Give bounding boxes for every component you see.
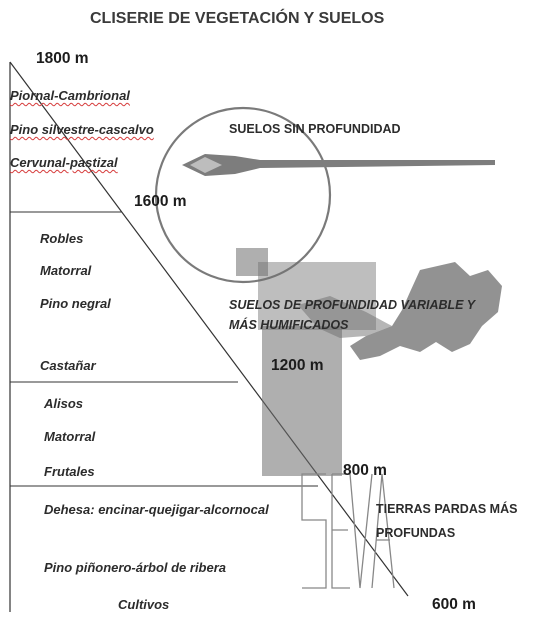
seva-logo [301, 473, 395, 589]
zone-montane-item: Matorral [40, 263, 92, 278]
zone-basal-item: Cultivos [118, 597, 170, 612]
zone-submontane-item: Alisos [44, 396, 84, 411]
tree-texture-decoration [236, 248, 502, 476]
altitude-label-1600: 1600 m [134, 193, 187, 210]
zone-alpine-item: Cervunal-pastizal [10, 155, 118, 170]
zone-alpine-item: Piornal-Cambrional [10, 88, 130, 103]
altitude-label-1200: 1200 m [271, 357, 324, 374]
altitude-label-800: 800 m [343, 462, 387, 479]
mountain-slope-line [9, 61, 409, 597]
soil-label-deep: PROFUNDAS [376, 526, 456, 540]
zone-basal-item: Pino piñonero-árbol de ribera [44, 560, 227, 575]
diagram-title: CLISERIE DE VEGETACIÓN Y SUELOS [90, 10, 385, 27]
soil-label-variable: SUELOS DE PROFUNDIDAD VARIABLE Y [229, 298, 476, 312]
circle-decoration [154, 106, 332, 284]
zone-alpine-item: Pino silvestre-cascalvo [10, 122, 154, 137]
soil-label-shallow: SUELOS SIN PROFUNDIDAD [229, 122, 401, 136]
zone-basal-item: Dehesa: encinar-quejigar-alcornocal [44, 502, 269, 517]
zone-submontane-item: Matorral [44, 429, 96, 444]
spear-decoration [182, 154, 495, 176]
altitude-label-600: 600 m [432, 596, 476, 613]
zone-montane-item: Robles [40, 231, 84, 246]
soil-label-variable: MÁS HUMIFICADOS [229, 318, 349, 332]
zone-montane-item: Pino negral [40, 296, 111, 311]
soil-label-deep: TIERRAS PARDAS MÁS [376, 502, 518, 516]
zone-alpine-item-text: Pino silvestre-cascalvo [10, 122, 154, 137]
zone-submontane-item: Frutales [44, 464, 95, 479]
zone-montane-item: Castañar [40, 358, 96, 373]
altitude-label-1800: 1800 m [36, 50, 89, 67]
